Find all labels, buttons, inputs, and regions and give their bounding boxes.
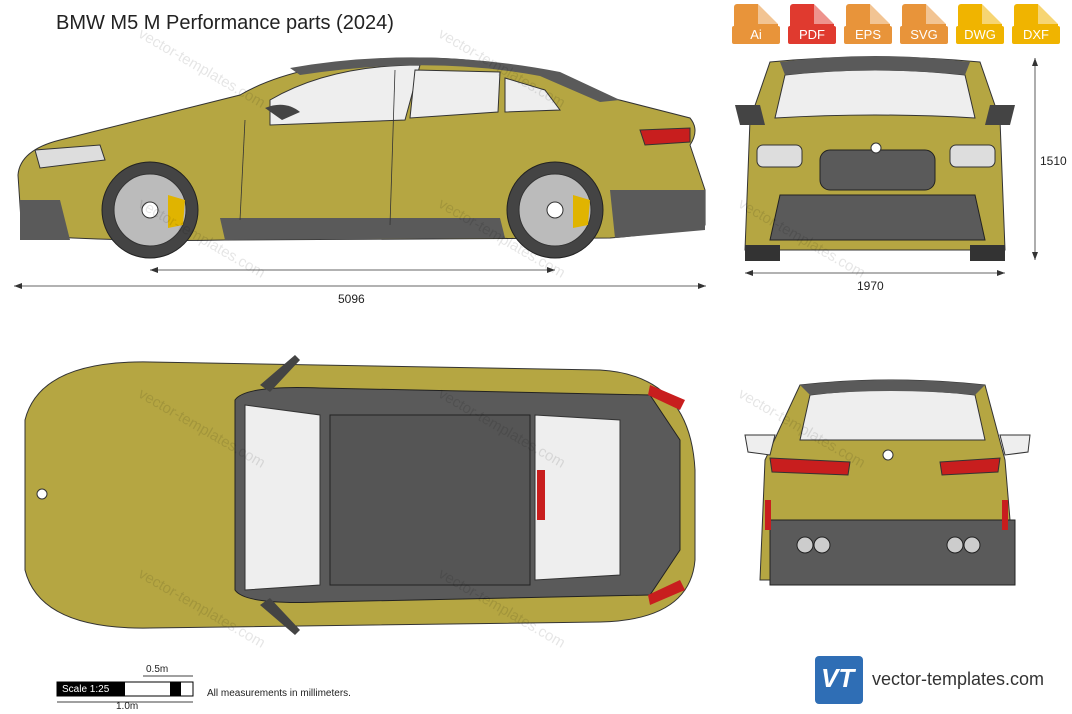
- scale-label: Scale 1:25: [62, 684, 110, 695]
- side-view: [17, 57, 706, 259]
- scale-half-meter: 0.5m: [146, 664, 169, 675]
- format-label: EPS: [844, 26, 892, 44]
- width-dimension: 1970: [857, 279, 884, 293]
- dxf-format-button[interactable]: DXF: [1012, 4, 1060, 52]
- rear-view: [744, 379, 1031, 586]
- eps-format-button[interactable]: EPS: [844, 4, 892, 52]
- format-label: Ai: [732, 26, 780, 44]
- top-view: [24, 355, 696, 635]
- svg-format-button[interactable]: SVG: [900, 4, 948, 52]
- pdf-format-button[interactable]: PDF: [788, 4, 836, 52]
- format-label: DXF: [1012, 26, 1060, 44]
- format-label: PDF: [788, 26, 836, 44]
- height-dimension: 1510: [1040, 154, 1067, 168]
- scale-one-meter: 1.0m: [116, 701, 139, 712]
- measurement-note: All measurements in millimeters.: [207, 688, 351, 699]
- format-label: SVG: [900, 26, 948, 44]
- page-title: BMW M5 M Performance parts (2024): [56, 12, 394, 34]
- scale-bar: [56, 675, 194, 703]
- front-view: [735, 56, 1015, 261]
- format-label: DWG: [956, 26, 1004, 44]
- brand-link[interactable]: vector-templates.com: [872, 669, 1045, 689]
- format-buttons: Ai PDF EPS SVG DWG DXF: [732, 4, 1060, 52]
- length-dimension: 5096: [338, 292, 365, 306]
- dwg-format-button[interactable]: DWG: [956, 4, 1004, 52]
- ai-format-button[interactable]: Ai: [732, 4, 780, 52]
- vector-templates-logo-icon[interactable]: VT: [815, 656, 863, 704]
